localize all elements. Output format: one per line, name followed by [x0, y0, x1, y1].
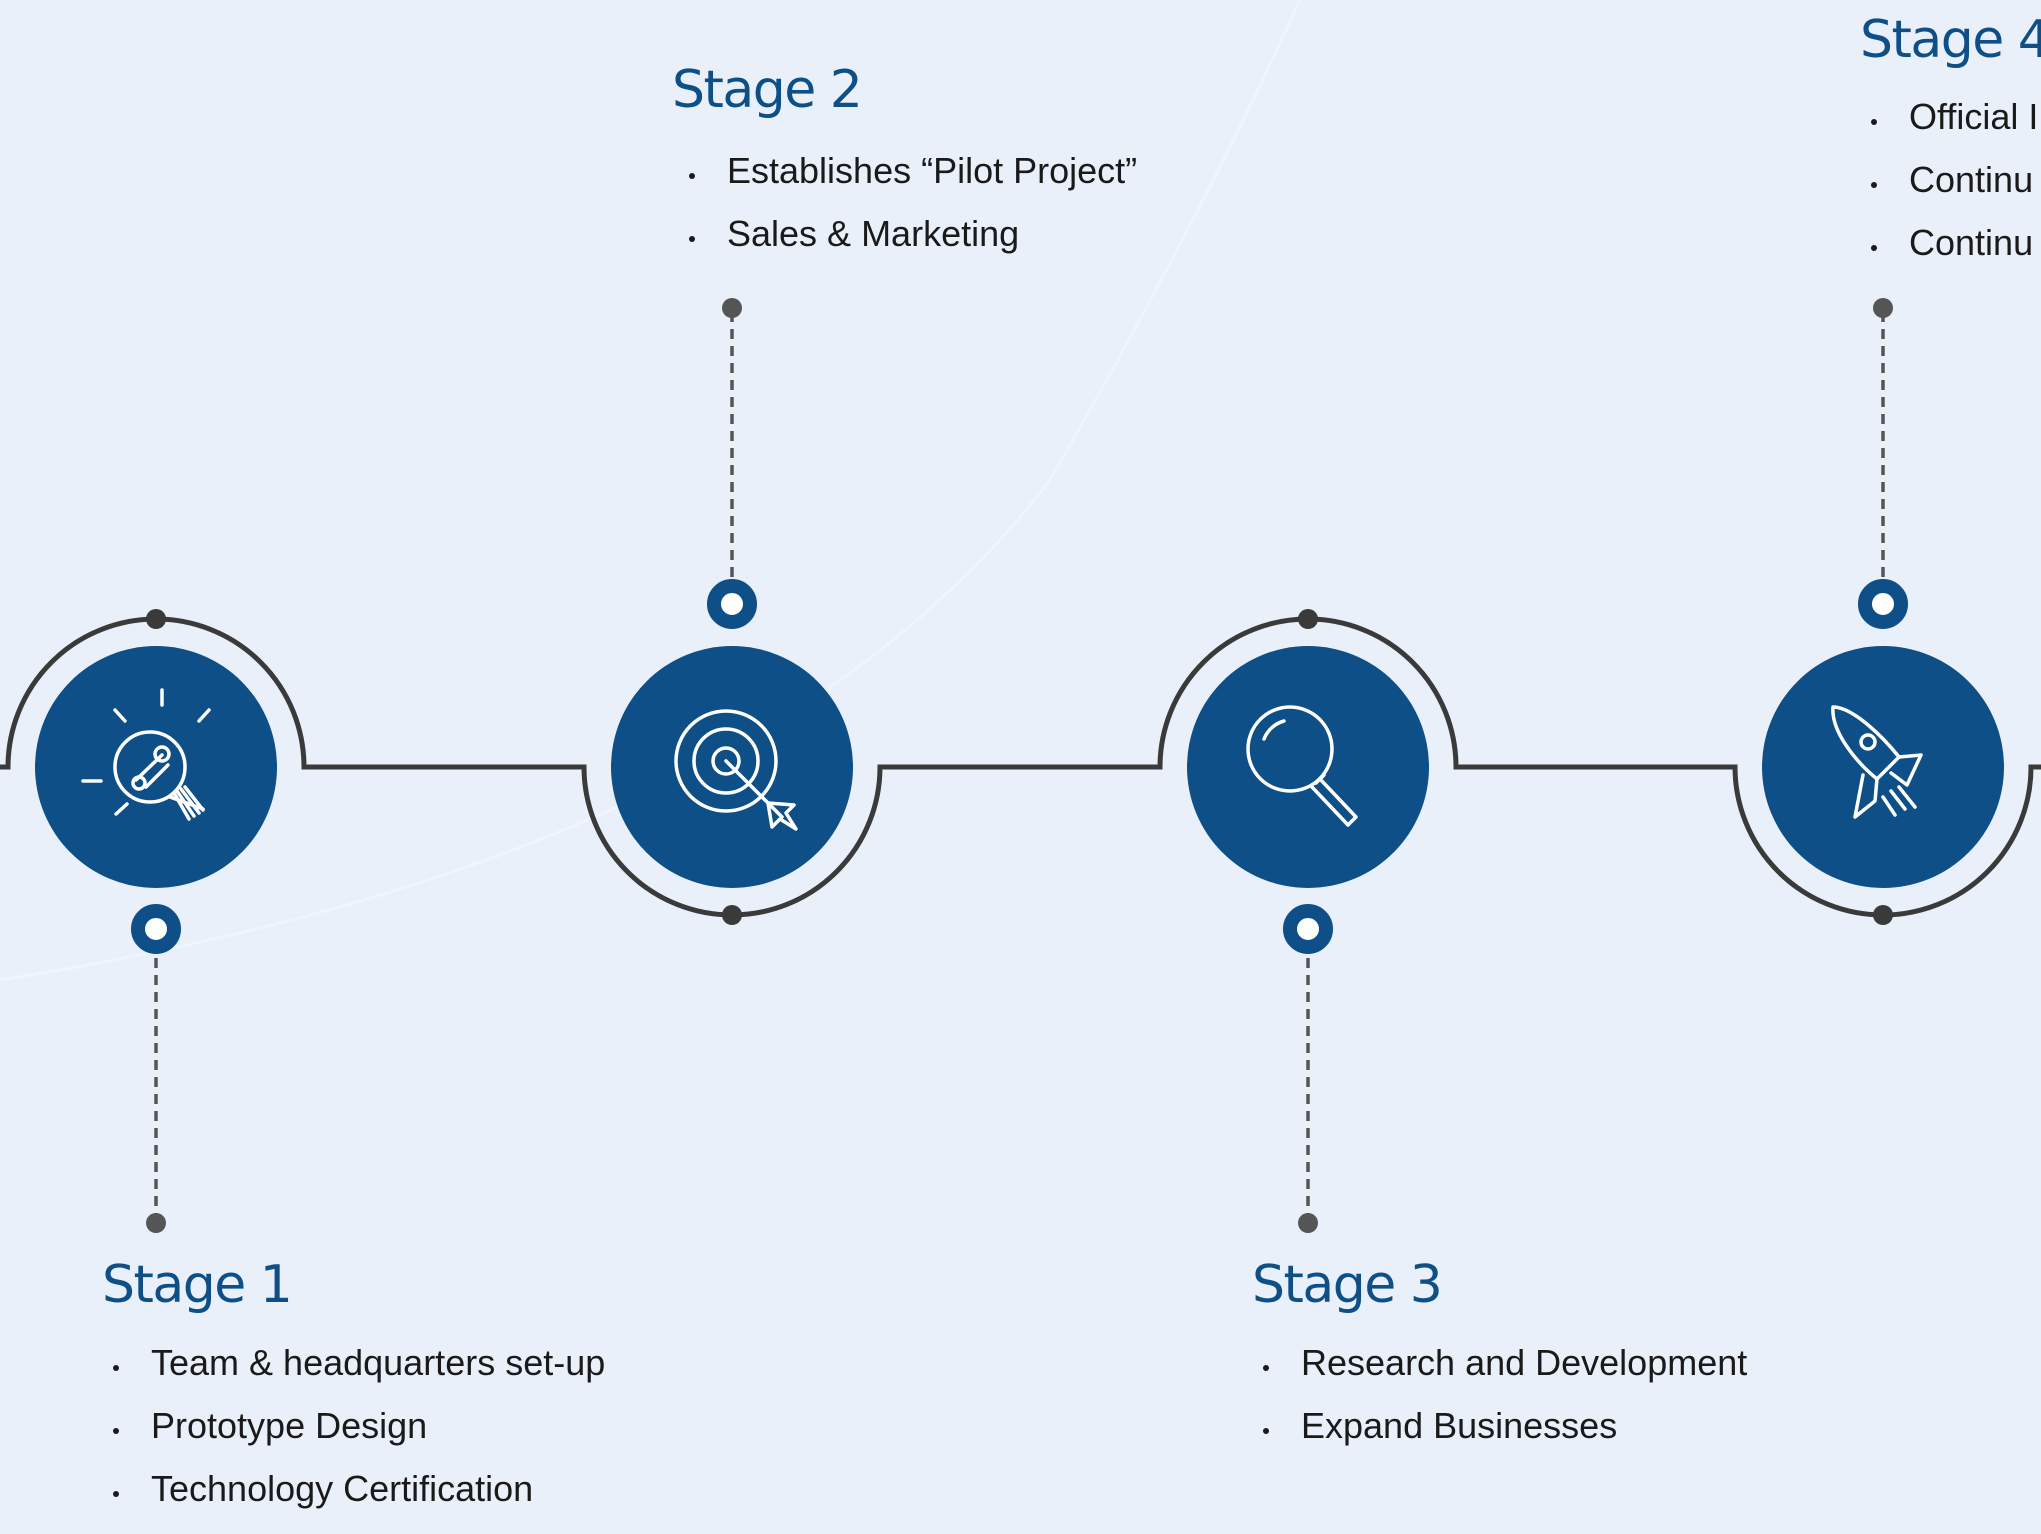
arc-dot-stage-4	[1873, 905, 1893, 925]
ring-marker-stage-1	[131, 904, 181, 954]
stage-2-title: Stage 2	[672, 60, 863, 120]
list-item: Research and Development	[1253, 1345, 1747, 1408]
connector-end-dot	[146, 1213, 166, 1233]
stage-1-title: Stage 1	[102, 1255, 293, 1315]
rocket-icon	[1831, 705, 1923, 819]
list-item: Technology Certification	[103, 1471, 605, 1534]
stage-3-list: Research and Development Expand Business…	[1253, 1345, 1747, 1471]
stage-1-list: Team & headquarters set-up Prototype Des…	[103, 1345, 605, 1534]
stage-4-list: Official I Continu Continu	[1861, 99, 2038, 288]
connector-end-dot	[722, 298, 742, 318]
stage-2-list: Establishes “Pilot Project” Sales & Mark…	[679, 153, 1137, 279]
ring-marker-stage-4	[1858, 579, 1908, 629]
ring-marker-stage-3	[1283, 904, 1333, 954]
arc-dot-stage-3	[1298, 609, 1318, 629]
list-item: Sales & Marketing	[679, 216, 1137, 279]
magnifier-icon	[1246, 705, 1358, 827]
target-icon	[674, 709, 798, 831]
connector-end-dot	[1873, 298, 1893, 318]
ring-marker-stage-2	[707, 579, 757, 629]
stage-3-title: Stage 3	[1252, 1255, 1443, 1315]
timeline-line	[0, 616, 2041, 918]
stage-4-title: Stage 4	[1860, 10, 2041, 70]
arc-dot-stage-1	[146, 609, 166, 629]
arc-dot-stage-2	[722, 905, 742, 925]
connector-end-dot	[1298, 1213, 1318, 1233]
list-item: Continu	[1861, 162, 2038, 225]
list-item: Continu	[1861, 225, 2038, 288]
list-item: Establishes “Pilot Project”	[679, 153, 1137, 216]
stage-3-circle	[1187, 646, 1429, 888]
list-item: Official I	[1861, 99, 2038, 162]
list-item: Expand Businesses	[1253, 1408, 1747, 1471]
stage-1-circle	[35, 646, 277, 888]
list-item: Prototype Design	[103, 1408, 605, 1471]
list-item: Team & headquarters set-up	[103, 1345, 605, 1408]
lightbulb-icon	[81, 688, 211, 821]
stage-4-circle	[1762, 646, 2004, 888]
background-arc	[0, 0, 1302, 982]
